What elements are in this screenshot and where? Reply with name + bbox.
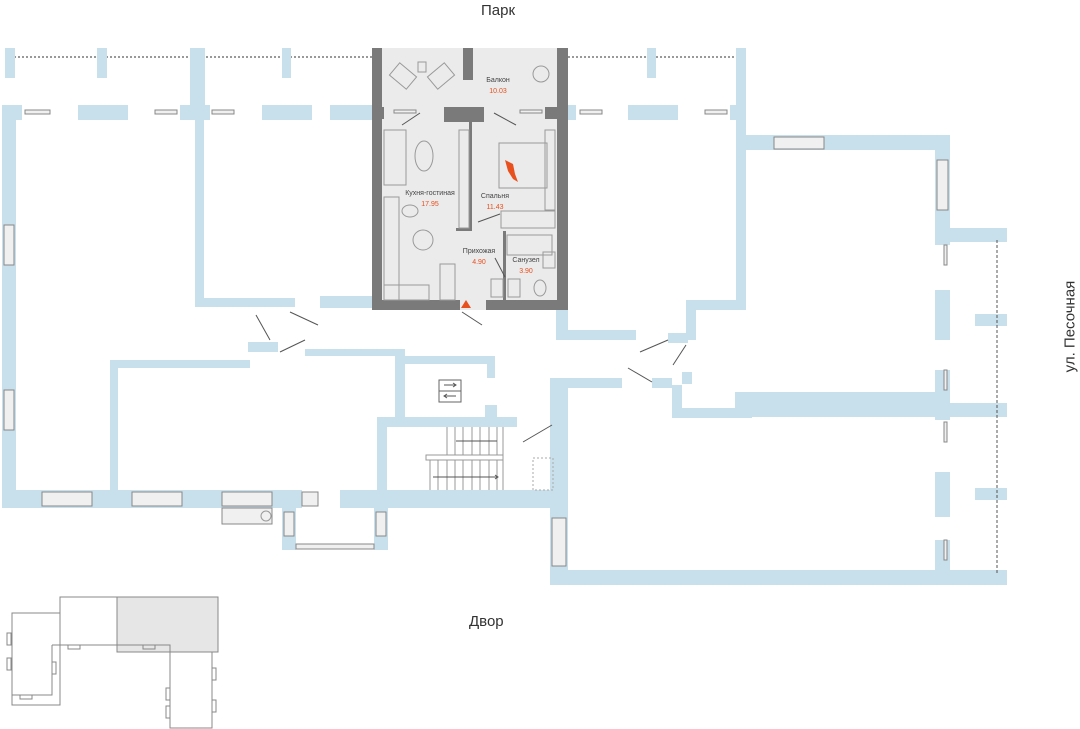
stairs: [425, 427, 504, 490]
windows: [3, 109, 949, 567]
building-minimap: [6, 596, 219, 729]
accessible-lift-icon: [532, 457, 554, 491]
entrance-marker-icon: [461, 300, 471, 308]
apartment: [372, 48, 568, 310]
label-north: Парк: [481, 2, 516, 19]
cat-icon: [505, 160, 518, 182]
doors: [255, 311, 687, 443]
elevator-icon: [438, 379, 462, 403]
label-south: Двор: [469, 613, 504, 630]
